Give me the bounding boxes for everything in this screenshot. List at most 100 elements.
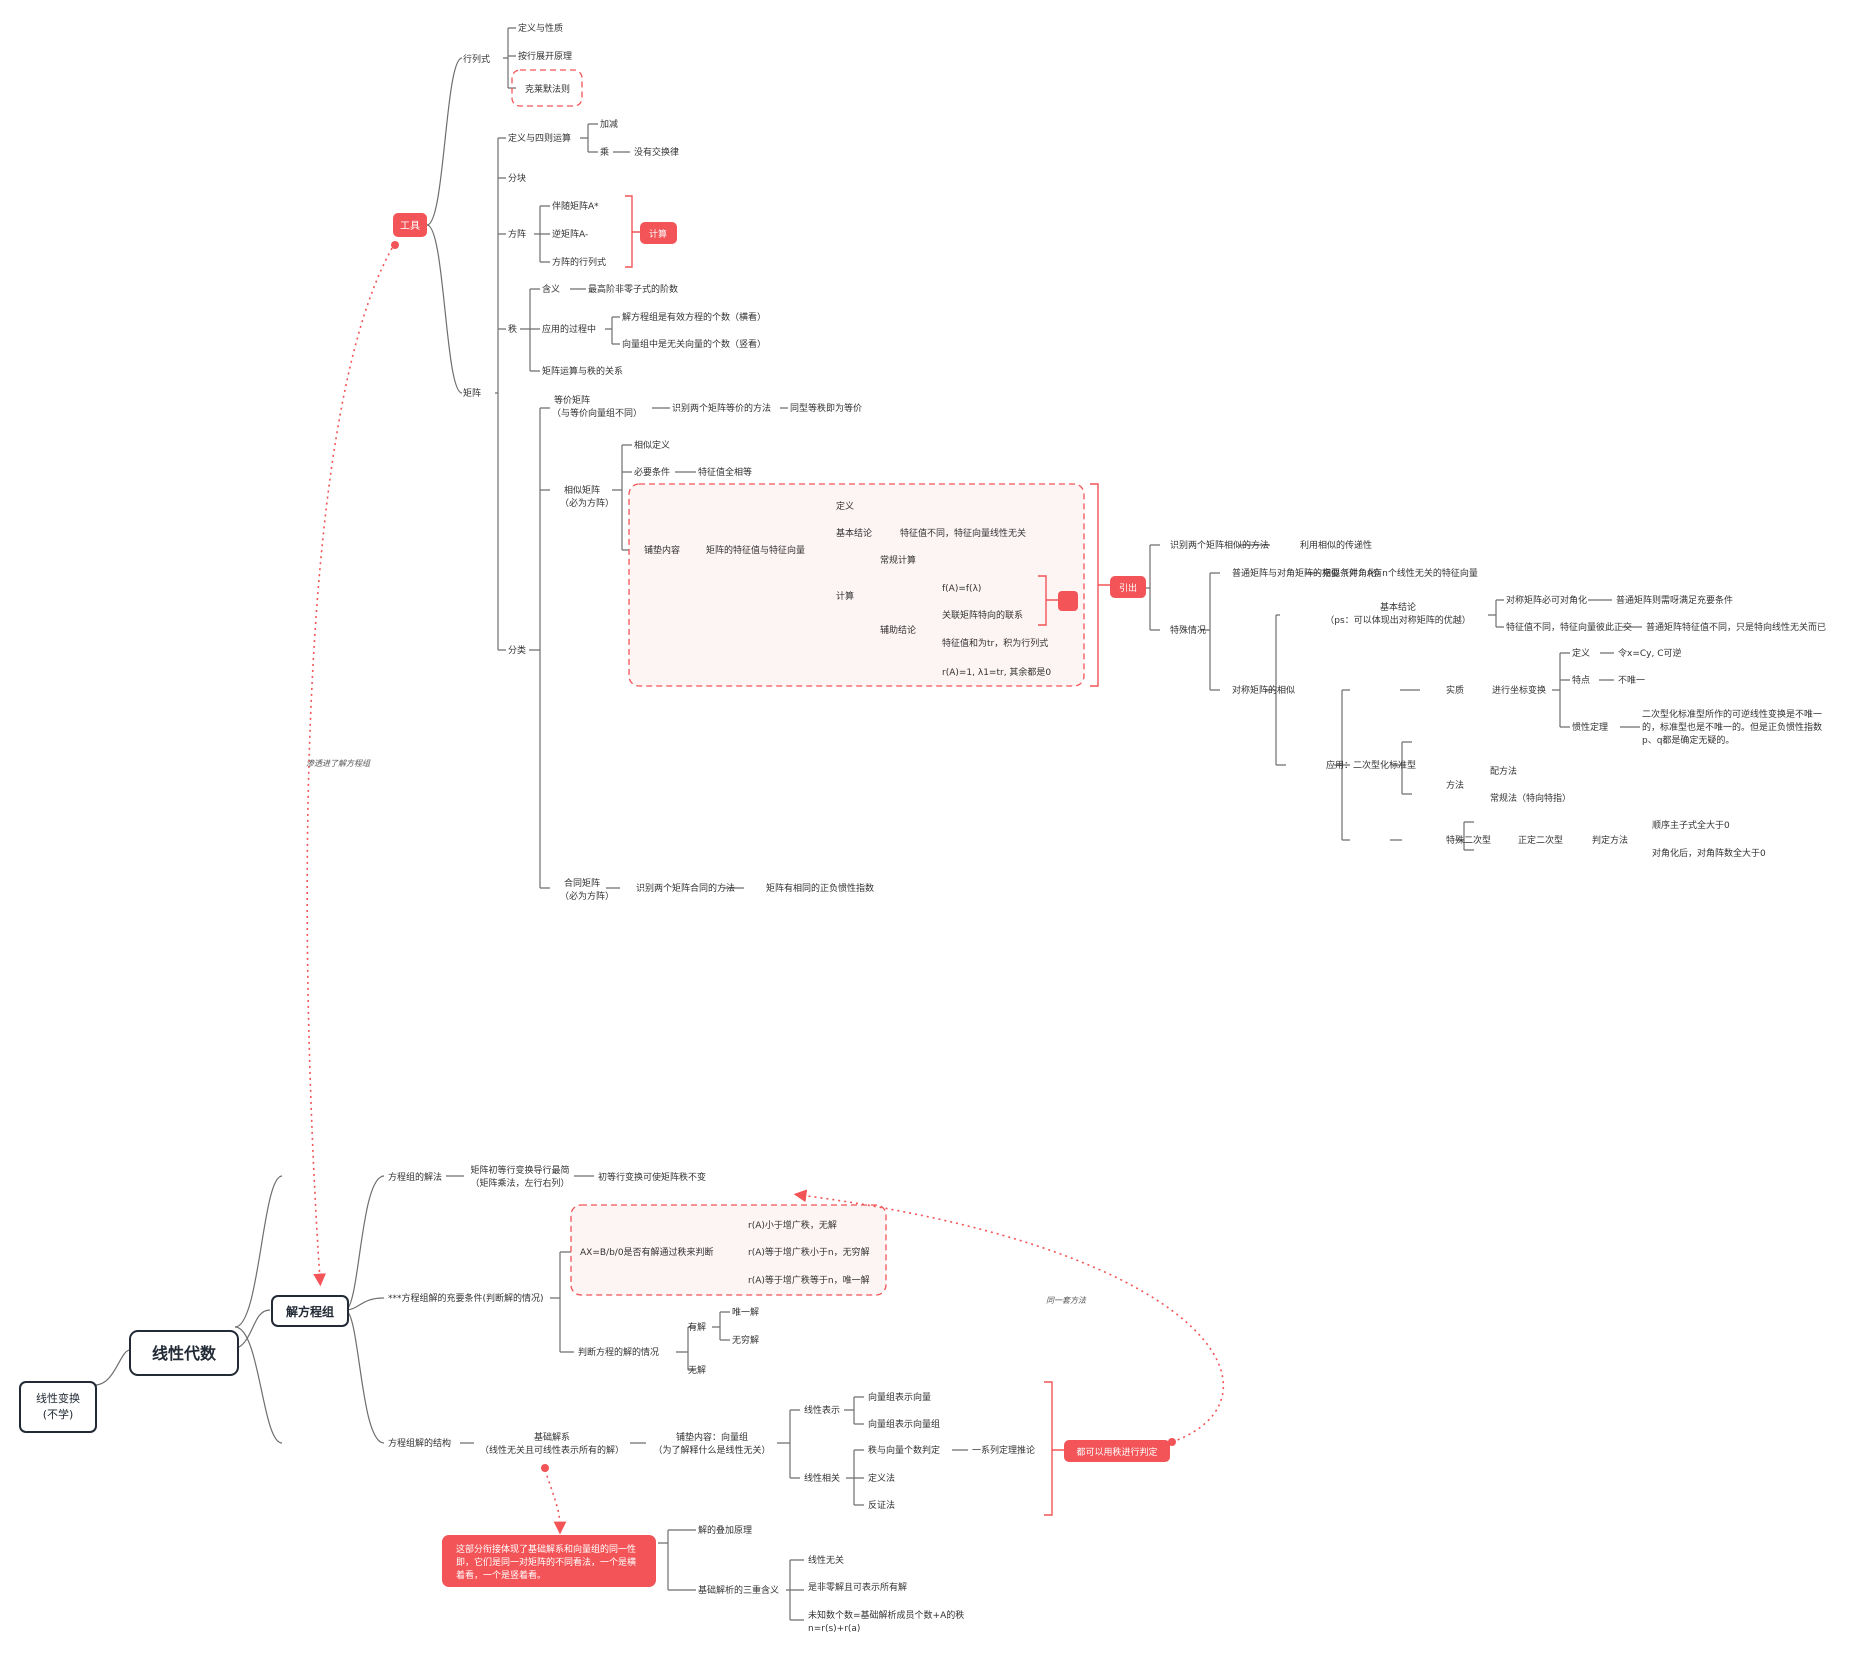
fenkuai-label: 分块 bbox=[508, 172, 526, 184]
tongxing-label: 同型等秩即为等价 bbox=[790, 402, 862, 414]
jisuan-node[interactable] bbox=[640, 222, 677, 244]
ra-deng-xiao-label: r(A)等于增广秩小于n，无穷解 bbox=[748, 1246, 870, 1258]
filled-nodes bbox=[19, 213, 1170, 1587]
anhang-label: 按行展开原理 bbox=[518, 50, 572, 62]
linear-line2-label[interactable]: (不学) bbox=[43, 1407, 74, 1421]
dkyyz-node[interactable] bbox=[1064, 1440, 1170, 1462]
chongyao-dashed-box bbox=[570, 1204, 887, 1296]
guanxing-label: 惯性定理 bbox=[1572, 721, 1608, 733]
tree-lines bbox=[94, 27, 1642, 1621]
dkyyz-label[interactable]: 都可以用秩进行判定 bbox=[1076, 1446, 1157, 1458]
jzcd-2-label: （矩阵乘法，左行右列） bbox=[470, 1177, 569, 1189]
xianxing-bianhuan-node[interactable] bbox=[19, 1381, 97, 1433]
dy2-label: 定义 bbox=[1572, 647, 1590, 659]
yinchu-label[interactable]: 引出 bbox=[1119, 582, 1137, 594]
fa-label: f(A)=f(λ) bbox=[942, 584, 981, 594]
teshu-label: 特殊情况 bbox=[1170, 624, 1206, 636]
sanchong-label: 基础解析的三重含义 bbox=[698, 1584, 779, 1596]
jisuan-label[interactable]: 计算 bbox=[649, 228, 667, 240]
zdecx-label: 正定二次型 bbox=[1518, 834, 1563, 846]
pdqk-label: 判断方程的解的情况 bbox=[578, 1346, 659, 1358]
changgui-label: 常规计算 bbox=[880, 554, 916, 566]
peifang-label: 配方法 bbox=[1490, 765, 1517, 777]
main-label[interactable]: 线性代数 bbox=[152, 1344, 217, 1363]
ni-label: 逆矩阵A- bbox=[552, 228, 588, 240]
ptjz-tz-label: 普通矩阵特征值不同，只是特向线性无关而已 bbox=[1646, 621, 1826, 633]
shentou-label: 渗透进了解方程组 bbox=[306, 759, 371, 768]
tongyitao-label: 同一套方法 bbox=[1046, 1296, 1087, 1305]
changgui-fa-label: 常规法（特向特指） bbox=[1490, 792, 1571, 804]
ra1-label: r(A)=1, λ1=tr, 其余都是0 bbox=[942, 666, 1051, 678]
biyao-label: 必要条件 bbox=[634, 466, 670, 478]
ling-label: 令x=Cy, C可逆 bbox=[1618, 647, 1681, 659]
dingyifa-label: 定义法 bbox=[868, 1472, 895, 1484]
jbjl-1-label: 基本结论 bbox=[1380, 601, 1416, 613]
fcz-jiefa-label: 方程组的解法 bbox=[388, 1171, 442, 1183]
jxzb-label: 进行坐标变换 bbox=[1492, 684, 1546, 696]
jie-label[interactable]: 解方程组 bbox=[286, 1304, 334, 1319]
yinchu-node[interactable] bbox=[1110, 576, 1146, 598]
shizhi-label: 实质 bbox=[1446, 684, 1464, 696]
linear-root-node[interactable] bbox=[129, 1330, 239, 1376]
ptbx-label: 普通矩阵则需呀满足充要条件 bbox=[1616, 594, 1733, 606]
kelai-label: 克莱默法则 bbox=[525, 83, 570, 95]
yixilie-label: 一系列定理推论 bbox=[972, 1444, 1035, 1456]
guanxing-description: 二次型化标准型所作的可逆线性变换是不唯一的，标准型也是不唯一的。但是正负惯性指数… bbox=[1642, 708, 1822, 746]
gongju-node[interactable] bbox=[393, 213, 427, 237]
js-label: 计算 bbox=[836, 590, 854, 602]
kelai-dashed-box bbox=[511, 69, 583, 107]
ra-deng-n-label: r(A)等于增广秩等于n，唯一解 bbox=[748, 1274, 870, 1286]
putong-label: 普通矩阵与对角矩阵的相似（对角化） bbox=[1232, 567, 1385, 579]
xiangsi-1-label: 相似矩阵 bbox=[564, 484, 600, 496]
gongju-label[interactable]: 工具 bbox=[400, 220, 420, 232]
fz-hls-label: 方阵的行列式 bbox=[552, 256, 606, 268]
zhebufen-node[interactable] bbox=[442, 1535, 656, 1587]
jie-root-node[interactable] bbox=[271, 1295, 349, 1327]
sb-hetong-label: 识别两个矩阵合同的方法 bbox=[636, 882, 735, 894]
dengjia-1-label: 等价矩阵 bbox=[554, 394, 590, 406]
diejia-label: 解的叠加原理 bbox=[698, 1524, 752, 1536]
xxxg-label: 线性相关 bbox=[804, 1472, 840, 1484]
he-ji-label: 特征值和为tr，积为行列式 bbox=[942, 637, 1048, 649]
xxbs-label: 线性表示 bbox=[804, 1404, 840, 1416]
banshui-label: 伴随矩阵A* bbox=[552, 200, 599, 212]
zuigao-label: 最高阶非零子式的阶数 bbox=[588, 283, 678, 295]
sb-xiangsi-label: 识别两个矩阵相似的方法 bbox=[1170, 539, 1269, 551]
feiling-label: 是非零解且可表示所有解 bbox=[808, 1581, 907, 1593]
hanglieshi-label: 行列式 bbox=[463, 53, 490, 65]
jzcd-1-label: 矩阵初等行变换导行最简 bbox=[470, 1164, 569, 1176]
buweiyi-label: 不唯一 bbox=[1618, 675, 1645, 686]
text-layer: 工具行列式定义与性质按行展开原理克莱默法则矩阵定义与四则运算加减乘没有交换律分块… bbox=[36, 22, 1826, 1634]
duijiao-label: 对角化后，对角阵数全大于0 bbox=[1652, 847, 1766, 859]
blank-red-node[interactable] bbox=[1058, 591, 1078, 611]
duichen-xs-label: 对称矩阵的相似 bbox=[1232, 684, 1295, 696]
xs-dingyi-label: 相似定义 bbox=[634, 439, 670, 451]
yy-ecx-label: 应用：二次型化标准型 bbox=[1326, 759, 1416, 771]
jzys-label: 矩阵运算与秩的关系 bbox=[542, 365, 623, 377]
tzz-tzxl-label: 矩阵的特征值与特征向量 bbox=[706, 544, 805, 556]
xxwg-label: 线性无关 bbox=[808, 1554, 844, 1566]
liyong-label: 利用相似的传递性 bbox=[1300, 539, 1372, 551]
xlbs-xl-label: 向量组表示向量 bbox=[868, 1391, 931, 1403]
pdnr-1-label: 铺垫内容：向量组 bbox=[676, 1431, 748, 1443]
ra-xiao-label: r(A)小于增广秩，无解 bbox=[748, 1219, 837, 1231]
jcjx-1-label: 基础解系 bbox=[534, 1431, 570, 1443]
fangzhen-label: 方阵 bbox=[508, 228, 526, 240]
cheng-label: 乘 bbox=[600, 146, 609, 158]
dcbk-label: 对称矩阵必可对角化 bbox=[1506, 594, 1587, 606]
fuzhu-label: 辅助结论 bbox=[880, 624, 916, 636]
dotted-connectors bbox=[306, 242, 1224, 1535]
dashed-groups bbox=[511, 69, 1085, 1296]
fenlei-label: 分类 bbox=[508, 644, 526, 656]
dingyi-sizer-label: 定义与四则运算 bbox=[508, 132, 571, 144]
xiangsi-2-label: （必为方阵） bbox=[560, 497, 614, 509]
fcz-jiegou-label: 方程组解的结构 bbox=[388, 1437, 451, 1449]
hanyi-label: 含义 bbox=[542, 283, 560, 295]
jbjl-2-label: （ps：可以体现出对称矩阵的优越） bbox=[1325, 614, 1470, 626]
linear-line1-label[interactable]: 线性变换 bbox=[36, 1391, 80, 1405]
juzhen-label: 矩阵 bbox=[463, 387, 481, 399]
guanlian-label: 关联矩阵特向的联系 bbox=[942, 609, 1023, 621]
meiyou-label: 没有交换律 bbox=[634, 146, 679, 158]
wzs-1-label: 未知数个数=基础解析成员个数+A的秩 bbox=[808, 1609, 964, 1621]
youjie-label: 有解 bbox=[688, 1321, 706, 1333]
